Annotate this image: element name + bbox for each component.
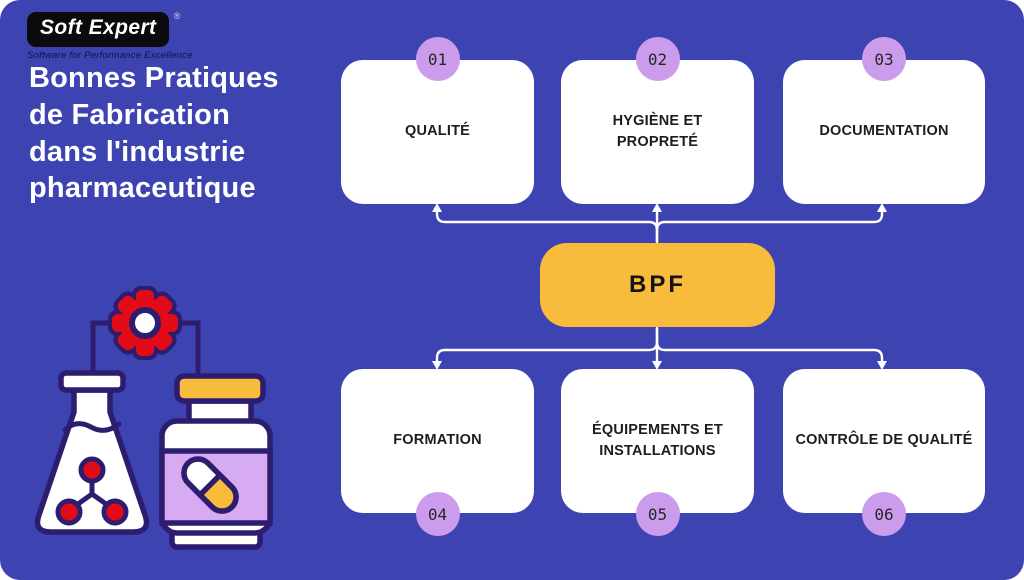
registered-trademark-symbol: ®: [173, 11, 181, 21]
node-equipements-et-installations: 05 ÉQUIPEMENTS ET INSTALLATIONS: [561, 369, 754, 536]
node-documentation: 03 DOCUMENTATION: [783, 37, 985, 204]
node-label: FORMATION: [393, 432, 482, 449]
flask-icon: [34, 370, 150, 535]
number-badge-01: 01: [415, 37, 460, 81]
number-badge-04: 04: [415, 492, 460, 536]
node-hygiene-et-proprete: 02 HYGIÈNE ET PROPRETÉ: [561, 37, 754, 204]
node-label: ÉQUIPEMENTS ET INSTALLATIONS: [592, 421, 723, 459]
node-label: CONTRÔLE DE QUALITÉ: [795, 432, 973, 449]
illustration-connector-lines: [90, 320, 201, 377]
liquid-wave: [62, 421, 122, 433]
node-label: QUALITÉ: [404, 123, 471, 140]
number-badge-06: 06: [862, 492, 906, 536]
capsule-icon: [181, 456, 239, 514]
number-badge-05: 05: [635, 492, 680, 536]
node-formation: 04 FORMATION: [341, 369, 534, 536]
node-qualite: 01 QUALITÉ: [341, 37, 534, 204]
node-controle-de-qualite: 06 CONTRÔLE DE QUALITÉ: [783, 369, 985, 536]
node-label: DOCUMENTATION: [819, 123, 949, 140]
pill-bottle-icon: [159, 373, 273, 550]
pharma-lab-illustration: [34, 286, 273, 550]
number-badge-02: 02: [635, 37, 680, 81]
logo-box: Soft Expert ®: [27, 11, 180, 47]
logo-wordmark: Soft Expert: [40, 16, 157, 39]
logo-tagline: Software for Performance Excellence: [27, 50, 193, 61]
page-title: Bonnes Pratiques de Fabrication dans l'i…: [29, 62, 279, 205]
number-badge-03: 03: [862, 37, 906, 81]
bpf-center-node: BPF: [540, 243, 775, 327]
gear-icon: [108, 286, 182, 360]
node-label: HYGIÈNE ET PROPRETÉ: [612, 112, 703, 150]
softexpert-logo: Soft Expert ® Software for Performance E…: [27, 11, 193, 61]
molecule-icon: [55, 456, 129, 526]
